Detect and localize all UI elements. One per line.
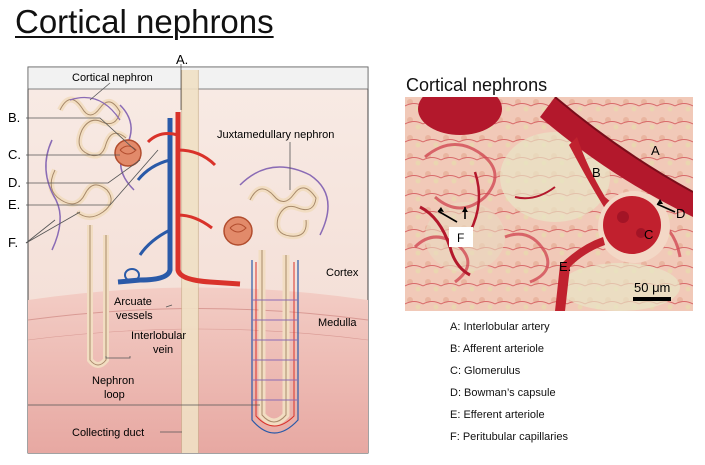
photo-letter-a: A <box>651 143 660 158</box>
legend-item-f: F: Peritubular capillaries <box>450 431 568 443</box>
diagram-letter-e: E. <box>8 197 20 212</box>
photo-title: Cortical nephrons <box>406 75 548 95</box>
photo-letter-b: B <box>592 165 601 180</box>
label-arcuate-vessels-2: vessels <box>116 310 153 322</box>
scale-bar-label: 50 μm <box>634 280 670 295</box>
diagram-letter-a: A. <box>176 52 188 67</box>
photo-letter-f: F <box>457 231 464 245</box>
photo-f-box <box>449 227 473 247</box>
cortical-nephron <box>48 96 128 368</box>
interlobular-vein <box>117 118 173 285</box>
label-nephron-loop-1: Nephron <box>92 375 134 387</box>
cortical-glomerulus <box>114 139 142 167</box>
label-juxtamedullary-nephron: Juxtamedullary nephron <box>217 129 334 141</box>
legend-item-e: E: Efferent arteriole <box>450 409 545 421</box>
legend-item-a: A: Interlobular artery <box>450 321 550 333</box>
page-title: Cortical nephrons <box>15 3 274 40</box>
label-collecting-duct: Collecting duct <box>72 427 144 439</box>
legend-item-b: B: Afferent arteriole <box>450 343 544 355</box>
label-interlobular-vein-1: Interlobular <box>131 330 186 342</box>
label-arcuate-vessels-1: Arcuate <box>114 296 152 308</box>
interlobular-artery <box>175 112 241 287</box>
juxtamedullary-nephron <box>247 185 320 426</box>
photo-afferent-arteriole <box>569 137 617 215</box>
photo-letter-e: E. <box>559 259 571 274</box>
nephron-diagram: A. B. C. D. E. F. Cortical nephron Juxta… <box>8 52 369 454</box>
label-interlobular-vein-2: vein <box>153 344 173 356</box>
legend: A: Interlobular artery B: Afferent arter… <box>450 320 568 452</box>
diagram-letter-b: B. <box>8 110 20 125</box>
juxtamedullary-glomerulus <box>223 216 253 246</box>
diagram-letter-d: D. <box>8 175 21 190</box>
scale-bar <box>633 297 671 301</box>
photo-efferent-arteriole <box>555 237 605 311</box>
photo-letter-c: C <box>644 227 653 242</box>
legend-item-c: C: Glomerulus <box>450 365 521 377</box>
label-cortex: Cortex <box>326 267 359 279</box>
label-medulla: Medulla <box>318 317 357 329</box>
photo-artery-a <box>540 97 693 217</box>
label-cortical-nephron: Cortical nephron <box>72 72 153 84</box>
micrograph: A B C D E. F 50 μm <box>405 97 693 311</box>
label-nephron-loop-2: loop <box>104 389 125 401</box>
legend-item-d: D: Bowman’s capsule <box>450 387 556 399</box>
diagram-letter-c: C. <box>8 147 21 162</box>
diagram-letter-f: F. <box>8 235 18 250</box>
photo-letter-d: D <box>676 206 685 221</box>
